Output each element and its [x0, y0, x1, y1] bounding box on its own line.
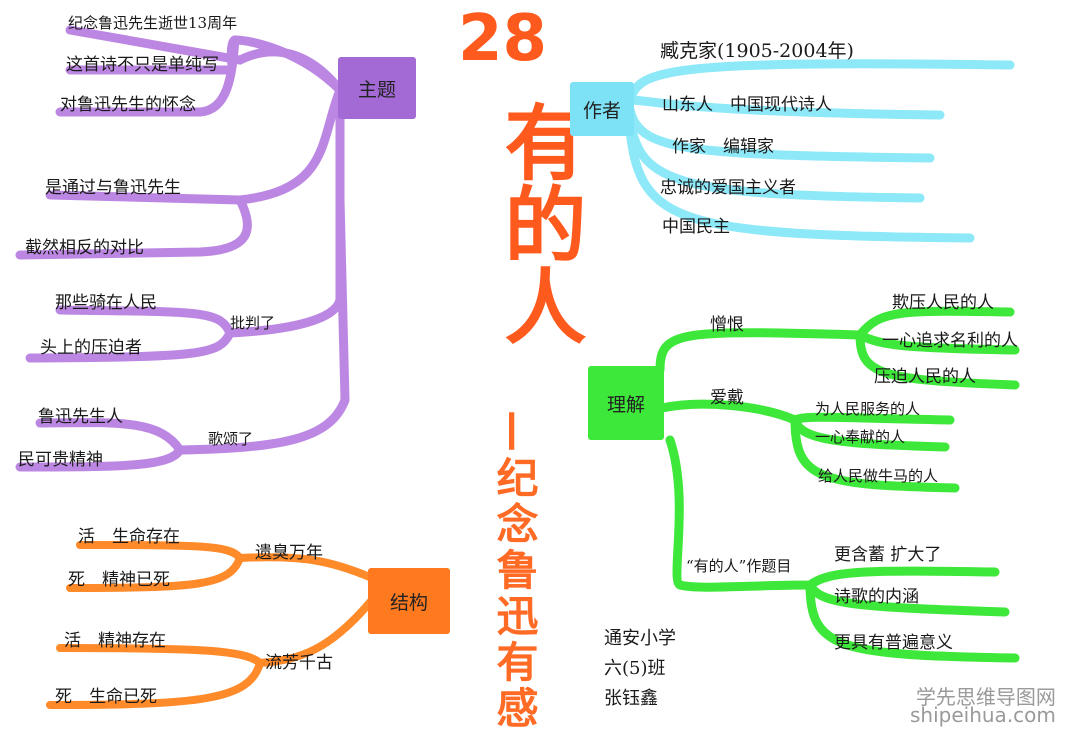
title-use-item: 更具有普遍意义: [834, 633, 953, 653]
title-use-item: 更含蓄 扩大了: [834, 545, 942, 565]
theme-item: 纪念鲁迅先生逝世13周年: [68, 14, 238, 32]
author-item: 中国民主: [662, 217, 730, 237]
fame-label: 流芳千古: [265, 653, 333, 673]
hate-item: 一心追求名利的人: [882, 331, 1018, 351]
theme-item: 是通过与鲁迅先生: [45, 178, 181, 198]
student-name: 张钰鑫: [604, 688, 658, 709]
author-node: 作者: [570, 82, 634, 136]
praise-label: 歌颂了: [208, 430, 254, 448]
theme-item: 截然相反的对比: [25, 238, 144, 258]
praise-item: 鲁迅先生人: [38, 407, 123, 427]
criticize-item: 头上的压迫者: [40, 338, 142, 358]
criticize-label: 批判了: [230, 314, 276, 332]
infamy-item: 活 生命存在: [78, 527, 180, 547]
infamy-label: 遗臭万年: [255, 543, 323, 563]
author-item: 山东人 中国现代诗人: [662, 95, 832, 115]
structure-node: 结构: [368, 568, 450, 634]
author-item: 忠诚的爱国主义者: [660, 178, 796, 198]
love-item: 一心奉献的人: [815, 428, 906, 446]
main-title: 有的人: [490, 100, 585, 346]
author-item: 作家 编辑家: [672, 137, 774, 157]
class: 六(5)班: [604, 658, 666, 679]
theme-item: 对鲁迅先生的怀念: [60, 95, 196, 115]
love-label: 爱戴: [710, 388, 744, 408]
fame-item: 死 生命已死: [55, 687, 157, 707]
title-use-item: 诗歌的内涵: [834, 587, 919, 607]
understanding-node: 理解: [588, 366, 664, 440]
watermark-url: shipeihua.com: [910, 703, 1056, 727]
theme-branches: [15, 25, 350, 472]
subtitle: —纪念鲁迅有感: [490, 410, 539, 732]
theme-node: 主题: [338, 57, 416, 119]
lesson-number: 28: [458, 2, 548, 76]
praise-item: 民可贵精神: [18, 450, 103, 470]
love-item: 为人民服务的人: [815, 400, 921, 418]
author-item: 臧克家(1905-2004年): [660, 40, 854, 62]
theme-item: 这首诗不只是单纯写: [66, 55, 219, 75]
signature: 通安小学 六(5)班 张钰鑫: [604, 624, 676, 714]
structure-branches: [46, 541, 376, 709]
title-use-label: “有的人”作题目: [686, 557, 792, 575]
author-branches: [625, 59, 1015, 243]
hate-label: 憎恨: [710, 315, 744, 335]
hate-item: 欺压人民的人: [892, 293, 994, 313]
hate-item: 压迫人民的人: [874, 367, 976, 387]
school: 通安小学: [604, 628, 676, 649]
love-item: 给人民做牛马的人: [818, 467, 939, 485]
understanding-branches: [655, 306, 1020, 663]
watermark-cn: 学先思维导图网: [915, 685, 1056, 709]
fame-item: 活 精神存在: [64, 631, 166, 651]
watermark: 学先思维导图网 shipeihua.com: [910, 685, 1056, 727]
criticize-item: 那些骑在人民: [55, 293, 157, 313]
infamy-item: 死 精神已死: [68, 570, 170, 590]
